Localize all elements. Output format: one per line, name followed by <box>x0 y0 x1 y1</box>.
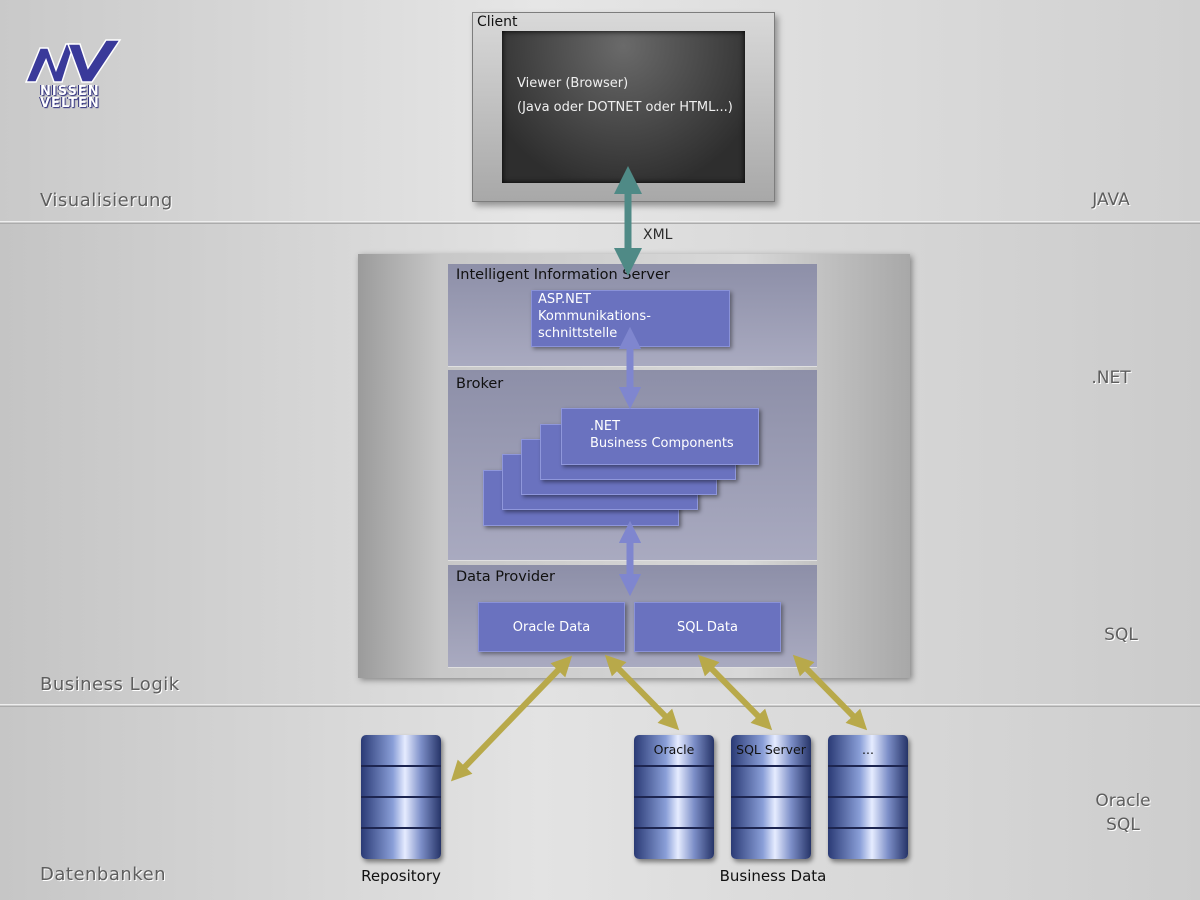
section-title-data-provider: Data Provider <box>456 569 555 585</box>
logo-text-line1: NISSEN <box>40 84 100 99</box>
layer-label-business-logik: Business Logik <box>40 674 180 695</box>
repository-label: Repository <box>361 867 441 885</box>
oracle-db-label: Oracle <box>653 742 695 757</box>
tech-label-oracle: Oracle <box>1095 791 1151 811</box>
xml-label: XML <box>643 227 673 243</box>
repository-arrow <box>450 655 573 782</box>
client-viewer-line: Viewer (Browser) <box>517 76 629 91</box>
layer-label-datenbanken: Datenbanken <box>40 864 167 885</box>
tech-label-oracle-sql: SQL <box>1106 815 1140 835</box>
client-title: Client <box>477 14 518 30</box>
other-database-icon: ... <box>828 735 908 859</box>
logo-text-line2: VELTEN <box>40 96 100 111</box>
client-technology-line: (Java oder DOTNET oder HTML...) <box>517 100 733 115</box>
aspnet-line3: schnittstelle <box>538 326 618 341</box>
oracle-db-arrow <box>604 654 680 731</box>
other-db-arrow <box>792 654 868 731</box>
database-band <box>0 707 1200 900</box>
sql-server-database-icon: SQL Server <box>731 735 811 859</box>
tech-label-java: JAVA <box>1092 190 1130 210</box>
sql-server-db-label: SQL Server <box>736 742 806 757</box>
aspnet-line1: ASP.NET <box>538 292 591 307</box>
business-components-line1: .NET <box>590 419 621 434</box>
client-window: Client Viewer (Browser) (Java oder DOTNE… <box>472 12 775 202</box>
repository-database-icon <box>361 735 441 859</box>
tech-label-net: .NET <box>1091 368 1131 388</box>
business-data-label: Business Data <box>719 867 827 885</box>
tech-label-sql: SQL <box>1104 625 1138 645</box>
client-screen: Viewer (Browser) (Java oder DOTNET oder … <box>502 31 745 183</box>
nv-logo-icon <box>24 39 122 83</box>
business-components-box: .NET Business Components <box>561 408 759 465</box>
band-separator <box>0 704 1200 707</box>
oracle-data-box: Oracle Data <box>478 602 625 652</box>
sql-data-box: SQL Data <box>634 602 781 652</box>
section-title-broker: Broker <box>456 376 504 392</box>
aspnet-line2: Kommunikations- <box>538 309 651 324</box>
sql-server-db-arrow <box>697 654 773 731</box>
layer-label-visualisierung: Visualisierung <box>40 190 173 211</box>
business-components-line2: Business Components <box>590 436 734 451</box>
other-db-label: ... <box>862 742 874 757</box>
band-separator <box>0 221 1200 224</box>
oracle-database-icon: Oracle <box>634 735 714 859</box>
